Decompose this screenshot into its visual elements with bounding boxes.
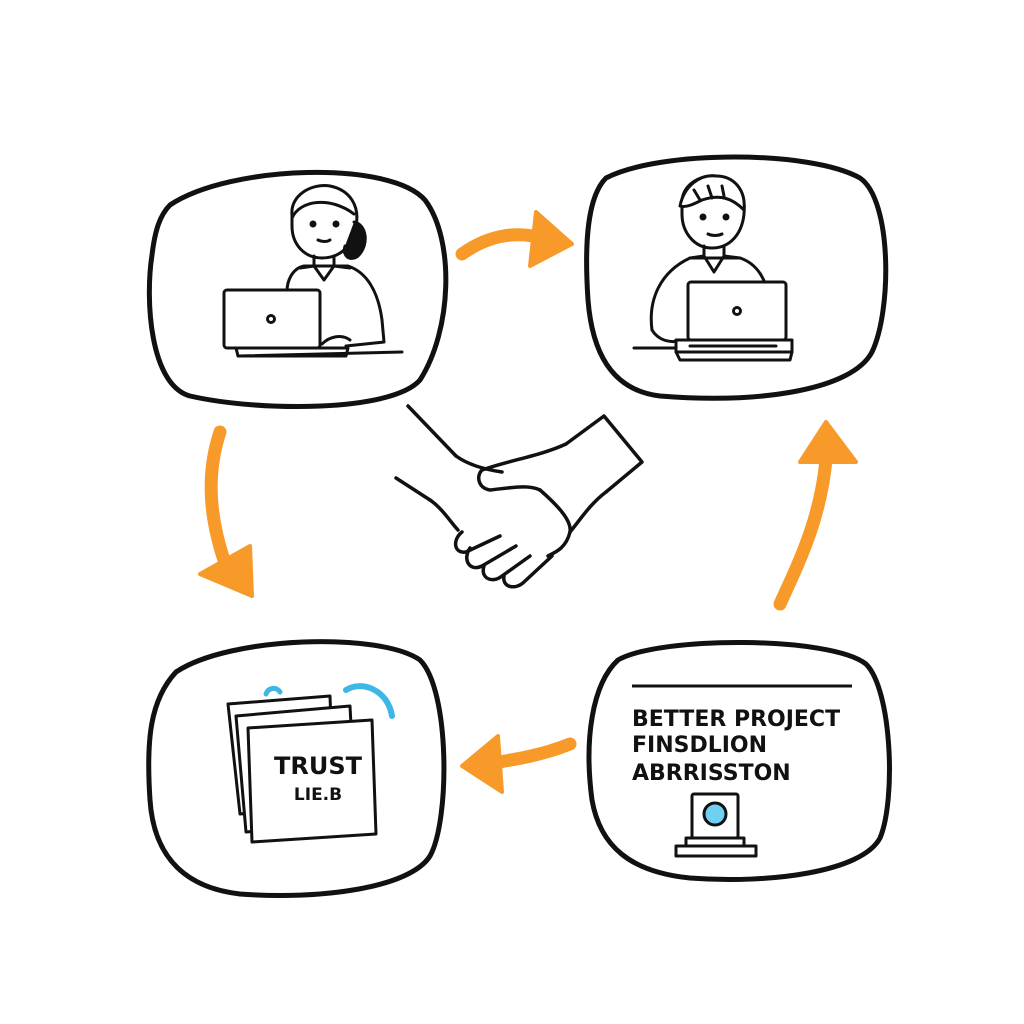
card-top-right bbox=[584, 154, 889, 401]
arrow-left-icon bbox=[460, 734, 577, 794]
doc-subtitle: LIE.B bbox=[294, 785, 342, 805]
card-bottom-right: BETTER PROJECT FINSDLION ABRRISSTON bbox=[586, 639, 892, 882]
sparkle-accent-icon bbox=[263, 685, 283, 697]
arrow-down-icon bbox=[198, 425, 254, 598]
doc-title: TRUST bbox=[274, 752, 363, 780]
card-bottom-right-frame bbox=[586, 639, 892, 882]
refresh-accent-icon bbox=[343, 683, 395, 719]
award-trophy-icon bbox=[674, 792, 758, 858]
award-line-2: FINSDLION bbox=[632, 733, 767, 758]
card-bottom-left: TRUST LIE.B bbox=[146, 639, 447, 898]
arrow-right-icon bbox=[455, 210, 574, 268]
award-line-3: ABRRISSTON bbox=[632, 761, 791, 786]
document-stack-icon bbox=[226, 694, 378, 844]
award-line-1: BETTER PROJECT bbox=[632, 707, 840, 732]
person-with-laptop-icon bbox=[222, 184, 404, 358]
handshake-icon bbox=[394, 404, 644, 589]
person-with-laptop-icon bbox=[632, 174, 794, 362]
arrow-up-icon bbox=[773, 420, 858, 611]
card-top-left bbox=[146, 169, 449, 409]
